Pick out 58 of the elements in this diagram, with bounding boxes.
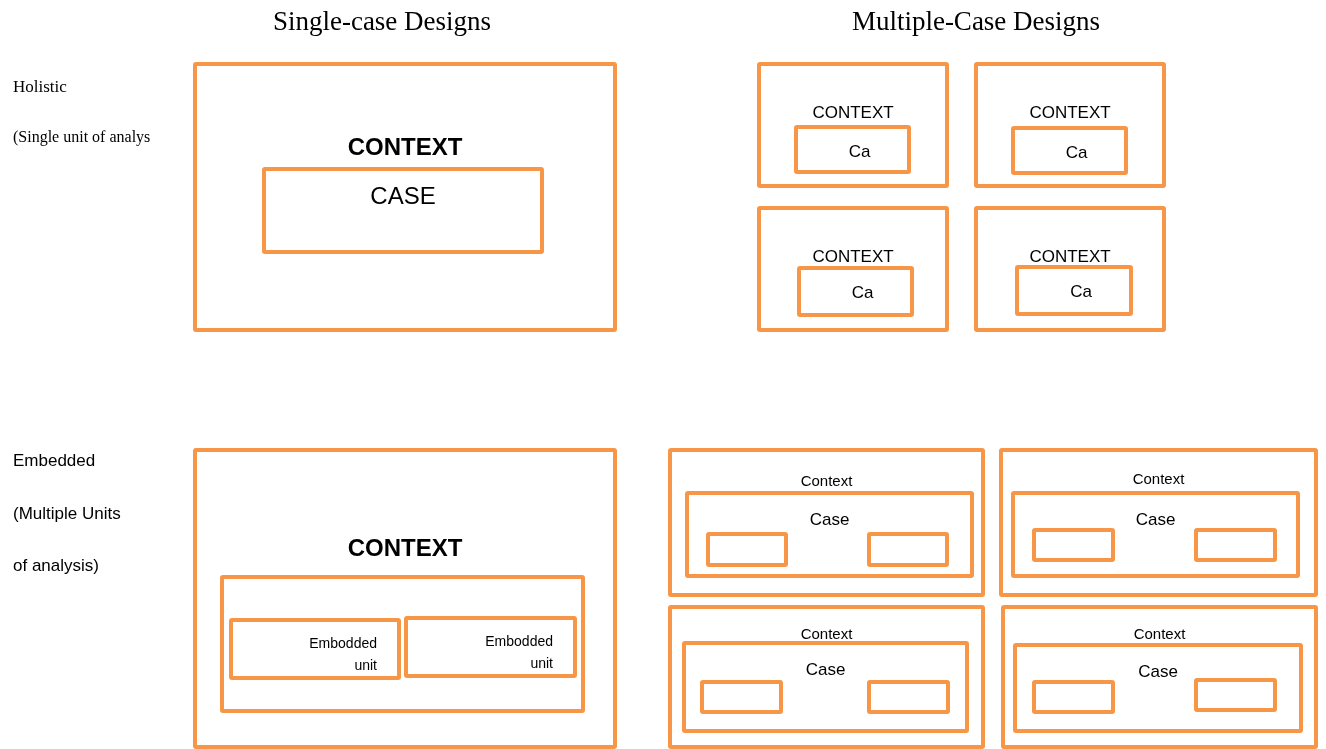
box-label: CONTEXT (346, 537, 464, 559)
case-box (262, 167, 544, 254)
case-box (404, 616, 577, 678)
case-box (229, 618, 401, 680)
box-label: CONTEXT (811, 246, 895, 268)
case-box (682, 641, 969, 733)
box-label: CASE (369, 185, 437, 207)
embedded-unit-box (700, 680, 783, 714)
context-frame (757, 206, 949, 332)
context-frame (974, 206, 1166, 332)
context-frame (668, 605, 985, 749)
row-note: (Single unit of analys (13, 128, 151, 146)
box-label: CONTEXT (811, 102, 895, 124)
case-box (797, 266, 914, 317)
box-label: Ca (1069, 281, 1093, 303)
case-box (1011, 126, 1128, 175)
embedded-unit-box (1194, 678, 1277, 712)
case-box (1011, 491, 1300, 578)
embedded-unit-box (1032, 528, 1115, 562)
case-box (1013, 643, 1303, 733)
context-frame (757, 62, 949, 188)
case-box (685, 491, 974, 578)
box-label: Ca (1064, 142, 1089, 164)
embedded-unit-box (1194, 528, 1277, 562)
column-heading: Single-case Designs (272, 6, 492, 37)
box-label: Context (1131, 469, 1186, 489)
box-label: CONTEXT (1028, 102, 1112, 124)
context-frame (974, 62, 1166, 188)
box-label: Case (1137, 661, 1179, 683)
box-label: Context (799, 471, 854, 491)
embedded-unit-box (220, 575, 585, 713)
box-label: Context (1132, 624, 1187, 644)
context-frame (668, 448, 985, 597)
box-label: Embodded unit (308, 634, 378, 675)
box-label: Ca (847, 141, 872, 163)
case-box (1015, 265, 1133, 316)
embedded-unit-box (867, 680, 950, 714)
box-label: Ca (850, 282, 875, 304)
box-label: Case (804, 659, 847, 681)
context-frame (193, 62, 617, 332)
box-label: CONTEXT (346, 136, 464, 158)
row-label: Holistic (13, 77, 67, 97)
embedded-unit-box (1032, 680, 1115, 714)
box-label: Context (799, 624, 854, 644)
column-heading: Multiple-Case Designs (851, 6, 1101, 37)
context-frame (1001, 605, 1318, 749)
box-label: Case (1134, 509, 1177, 531)
box-label: Case (808, 509, 851, 531)
context-frame (999, 448, 1318, 597)
row-note: of analysis) (13, 556, 99, 576)
box-label: Embodded unit (484, 632, 554, 673)
case-box (794, 125, 911, 174)
embedded-unit-box (706, 532, 788, 567)
row-note: (Multiple Units (13, 504, 121, 524)
embedded-unit-box (867, 532, 949, 567)
box-label: CONTEXT (1028, 246, 1112, 268)
row-label: Embedded (13, 451, 96, 471)
context-frame (193, 448, 617, 749)
